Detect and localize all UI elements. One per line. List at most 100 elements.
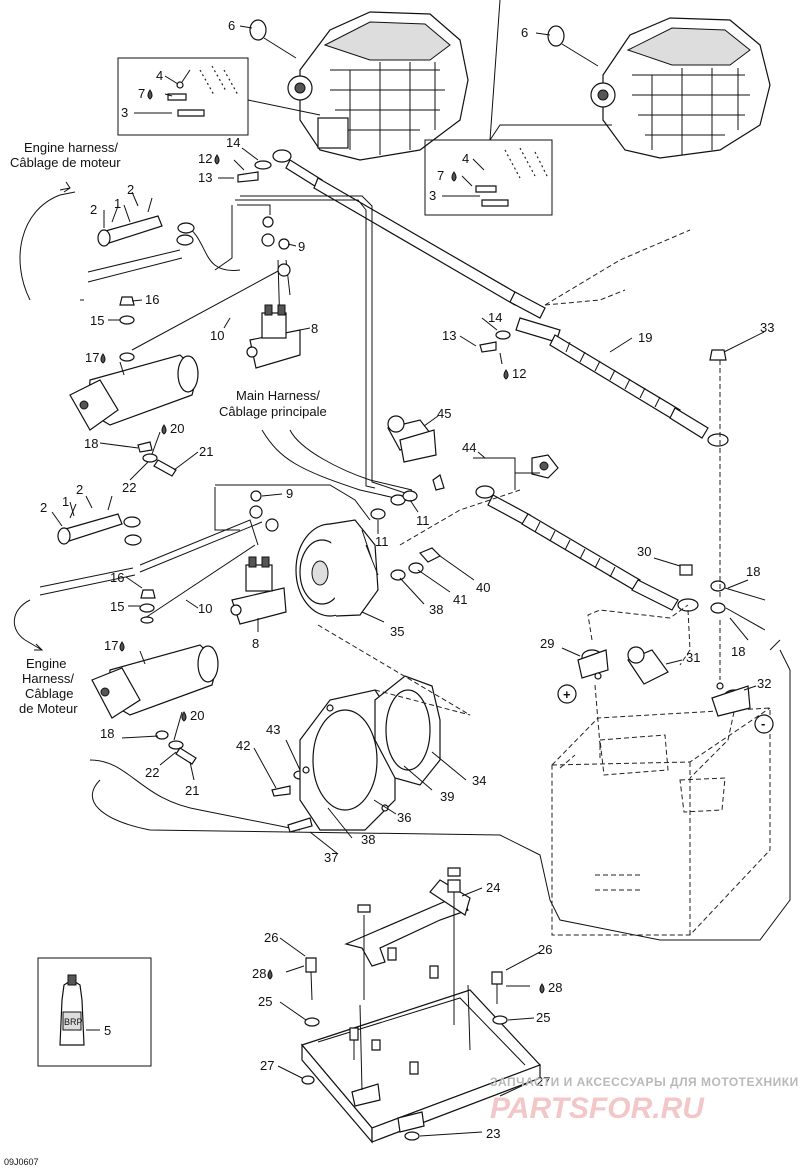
callout-18-b: 18 [746, 564, 760, 579]
watermark: ЗАПЧАСТИ И АКСЕССУАРЫ ДЛЯ МОТОТЕХНИКИ PA… [490, 1075, 799, 1125]
callout-3-right: 3 [429, 188, 436, 203]
callout-28-left: 28 [252, 966, 266, 981]
engine-harness-bottom-line1: Engine [26, 656, 66, 671]
callout-36: 36 [397, 810, 411, 825]
holddown-24 [344, 879, 471, 967]
screw-box-left [117, 57, 321, 136]
callout-13-top: 13 [198, 170, 212, 185]
diagram-code: 09J0607 [4, 1157, 39, 1167]
negative-marker [754, 714, 774, 734]
drop-icon [181, 711, 187, 722]
drop-icon [100, 353, 106, 364]
engine-harness-bottom-line3: Câblage [25, 686, 73, 701]
callout-45: 45 [437, 406, 451, 421]
callout-1-top: 1 [114, 196, 121, 211]
callout-21-a: 21 [199, 444, 213, 459]
callout-25-left: 25 [258, 994, 272, 1009]
callout-18-a: 18 [84, 436, 98, 451]
callout-9-mid: 9 [286, 486, 293, 501]
watermark-line1: ЗАПЧАСТИ И АКСЕССУАРЫ ДЛЯ МОТОТЕХНИКИ [490, 1075, 799, 1089]
callout-17-top: 17 [85, 350, 99, 365]
starter-17-bottom [91, 644, 219, 719]
lube-bottle-5 [37, 957, 152, 1067]
callout-19: 19 [638, 330, 652, 345]
label-engine-harness-top: Engine harness/ Câblage de moteur [10, 140, 121, 170]
main-harness-line2: Câblage principale [219, 404, 327, 419]
callout-31: 31 [686, 650, 700, 665]
callout-4-left: 4 [156, 68, 163, 83]
callout-29: 29 [540, 636, 554, 651]
callout-numbers: 6 6 4 7 3 4 7 3 14 12 13 2 2 1 9 16 15 1… [40, 18, 774, 1141]
callout-40: 40 [476, 580, 490, 595]
engine-left [287, 11, 469, 161]
polarity-plus: + [563, 687, 571, 702]
seal-guide [317, 624, 471, 716]
drop-icon [147, 89, 153, 100]
callout-18-d: 18 [100, 726, 114, 741]
clamp-6-right [547, 25, 599, 67]
engine-harness-bottom-line4: de Moteur [19, 701, 78, 716]
drop-icon [214, 154, 220, 165]
battery-clamp-29 [577, 649, 609, 680]
callout-12-mid: 12 [512, 366, 526, 381]
callout-17-mid: 17 [104, 638, 118, 653]
callout-8-top: 8 [311, 321, 318, 336]
callout-2-top-a: 2 [127, 182, 134, 197]
callout-8-mid: 8 [252, 636, 259, 651]
callout-10-top: 10 [210, 328, 224, 343]
battery-clamp-32 [711, 682, 751, 717]
callout-41: 41 [453, 592, 467, 607]
callout-9-top: 9 [298, 239, 305, 254]
screw-box-right [424, 0, 612, 216]
cable-19 [272, 149, 729, 447]
callout-26-right: 26 [538, 942, 552, 957]
lube-bottle-brand: BRP [64, 1017, 83, 1027]
gauge-35 [295, 519, 379, 617]
drop-icon [161, 424, 167, 435]
callout-30: 30 [637, 544, 651, 559]
callout-24: 24 [486, 880, 500, 895]
callout-44: 44 [462, 440, 476, 455]
drop-icon [451, 171, 457, 182]
callout-37: 37 [324, 850, 338, 865]
callout-14-top: 14 [226, 135, 240, 150]
callout-15-top: 15 [90, 313, 104, 328]
callout-22-a: 22 [122, 480, 136, 495]
callout-27-right: 27 [536, 1074, 550, 1089]
callout-21-b: 21 [185, 783, 199, 798]
label-engine-harness-bottom: Engine Harness/ Câblage de Moteur [19, 656, 78, 716]
callout-11-b: 11 [375, 534, 389, 549]
callout-14-mid: 14 [488, 310, 502, 325]
label-main-harness: Main Harness/ Câblage principale [219, 388, 327, 419]
battery [551, 707, 771, 936]
callout-10-mid: 10 [198, 601, 212, 616]
callout-23: 23 [486, 1126, 500, 1141]
callout-42: 42 [236, 738, 250, 753]
callout-38-a: 38 [429, 602, 443, 617]
callout-34: 34 [472, 773, 486, 788]
callout-1-mid: 1 [62, 494, 69, 509]
callout-13-mid: 13 [442, 328, 456, 343]
callout-2-mid-a: 2 [76, 482, 83, 497]
drop-icons [100, 89, 545, 994]
callout-38-b: 38 [361, 832, 375, 847]
callout-20-a: 20 [170, 421, 184, 436]
callout-7-left: 7 [138, 86, 145, 101]
engine-harness-top-line1: Engine harness/ [24, 140, 118, 155]
drop-icon [267, 969, 273, 980]
callout-11-a: 11 [416, 513, 430, 528]
callout-16-mid: 16 [110, 570, 124, 585]
engine-harness-bottom-line2: Harness/ [22, 671, 74, 686]
callout-22-b: 22 [145, 765, 159, 780]
bezel-36 [299, 689, 396, 831]
engine-harness-top-arrow [59, 181, 71, 193]
callout-6-left: 6 [228, 18, 235, 33]
callout-32: 32 [757, 676, 771, 691]
callout-leaders [51, 25, 765, 1137]
engine-harness-bottom-arrow [24, 639, 44, 651]
callout-16-top: 16 [145, 292, 159, 307]
engine-harness-top-line2: Câblage de moteur [10, 155, 121, 170]
starter-17-top [69, 354, 199, 431]
callout-7-right: 7 [437, 168, 444, 183]
